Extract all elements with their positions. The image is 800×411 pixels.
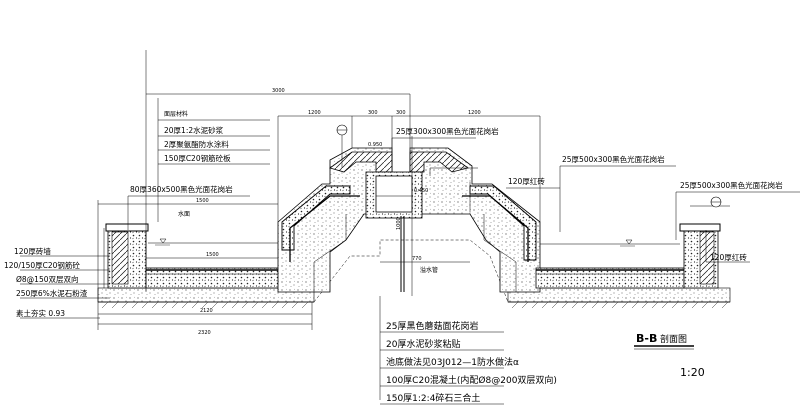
label-right-cap-upper: 25厚500x300黑色光面花岗岩 xyxy=(562,154,665,164)
grid-marker-a-icon xyxy=(336,124,348,168)
top-layer-3: 150厚C20钢筋砼板 xyxy=(164,153,231,163)
left-layers-callout: 120厚砖墙 120/150厚C20钢筋砼 Ø8@150双层双向 250厚6%水… xyxy=(4,246,88,318)
label-red-brick-center: 120厚红砖 xyxy=(508,176,545,186)
label-center-cap: 25厚300x300黑色光面花岗岩 xyxy=(396,126,499,136)
bottom-layer-2: 20厚水泥砂浆粘贴 xyxy=(386,338,460,350)
dim-1200: 1200 xyxy=(308,110,321,116)
dim-1500-upper: 1500 xyxy=(196,198,209,204)
central-embankment xyxy=(277,147,541,293)
elev-0450: 0.450 xyxy=(414,188,428,194)
drawing-scale: 1:20 xyxy=(680,366,705,379)
dim-2320: 2320 xyxy=(198,330,211,336)
dim-1000: 1000 xyxy=(396,217,402,230)
dim-1200b: 1200 xyxy=(468,110,481,116)
title-code: B-B xyxy=(636,332,657,345)
dim-2120: 2120 xyxy=(200,308,213,314)
top-layer-2: 2厚聚氨酯防水涂料 xyxy=(164,139,229,149)
dimension-texts: 3000 1200 300 300 1200 1500 1500 770 212… xyxy=(196,88,481,336)
top-layers-heading: 面层材料 xyxy=(164,110,188,118)
bottom-layers-callout: 25厚黑色蘑菇面花岗岩 20厚水泥砂浆粘贴 池底做法见03J012—1防水做法α… xyxy=(386,320,557,404)
left-layer-5: 素土夯实 0.93 xyxy=(16,308,65,318)
soil-base xyxy=(97,239,731,308)
bottom-layer-1: 25厚黑色蘑菇面花岗岩 xyxy=(386,320,478,332)
label-red-brick-right: 120厚红砖 xyxy=(710,252,747,262)
dim-1500-lower: 1500 xyxy=(206,252,219,258)
left-pool xyxy=(105,223,297,289)
title-suffix: 剖面图 xyxy=(660,333,687,345)
leader-lines xyxy=(20,98,800,405)
label-drain-pipe: 溢水管 xyxy=(420,266,438,274)
label-right-cap-lower: 25厚500x300黑色光面花岗岩 xyxy=(680,180,783,190)
dim-300b: 300 xyxy=(396,110,406,116)
elev-0950: 0.950 xyxy=(368,142,382,148)
bottom-layer-5: 150厚1:2:4碎石三合土 xyxy=(386,392,480,404)
left-layer-1: 120厚砖墙 xyxy=(14,246,51,256)
label-left-cap: 80厚360x500黑色光面花岗岩 xyxy=(130,184,233,194)
label-water-surface: 水面 xyxy=(178,210,190,218)
bottom-layer-3: 池底做法见03J012—1防水做法α xyxy=(386,356,519,368)
dim-300a: 300 xyxy=(368,110,378,116)
bottom-layer-4: 100厚C20混凝土(内配Ø8@200双层双向) xyxy=(386,374,557,386)
dim-770: 770 xyxy=(412,256,422,262)
top-layers-callout: 面层材料 20厚1:2水泥砂浆 2厚聚氨酯防水涂料 150厚C20钢筋砼板 xyxy=(164,110,231,163)
left-layer-2: 120/150厚C20钢筋砼 xyxy=(4,260,80,270)
grid-marker-b-icon xyxy=(710,196,722,208)
drawing-title: B-B 剖面图 1:20 xyxy=(634,332,705,379)
left-layer-4: 250厚6%水泥石粉渣 xyxy=(16,288,88,298)
right-pool xyxy=(535,223,721,289)
dim-overall: 3000 xyxy=(272,88,285,94)
top-layer-1: 20厚1:2水泥砂浆 xyxy=(164,125,224,135)
left-layer-3: Ø8@150双层双向 xyxy=(16,274,79,284)
